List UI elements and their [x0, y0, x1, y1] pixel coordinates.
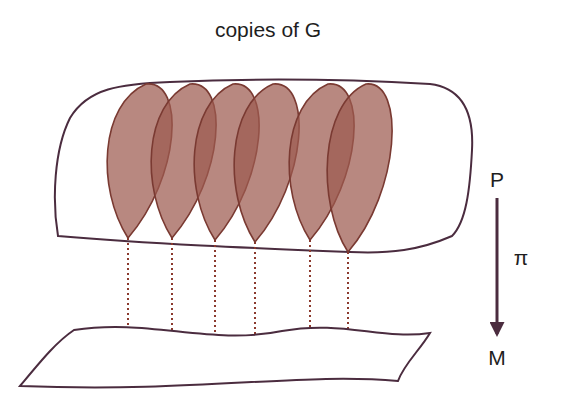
fiber-drop-line — [214, 240, 216, 345]
fiber-group — [107, 84, 392, 359]
base-space-label: M — [488, 346, 506, 369]
total-space-outline — [55, 80, 472, 253]
projection-arrow — [496, 198, 499, 334]
projection-label: π — [514, 246, 529, 269]
fiber-caption: copies of G — [215, 18, 321, 41]
fiber-drop-line — [127, 238, 129, 340]
fiber-copy — [327, 84, 392, 252]
fiber-drop-line — [254, 242, 256, 349]
total-space-label: P — [490, 168, 504, 191]
fiber-drop-line — [171, 238, 173, 343]
base-manifold — [20, 327, 430, 388]
